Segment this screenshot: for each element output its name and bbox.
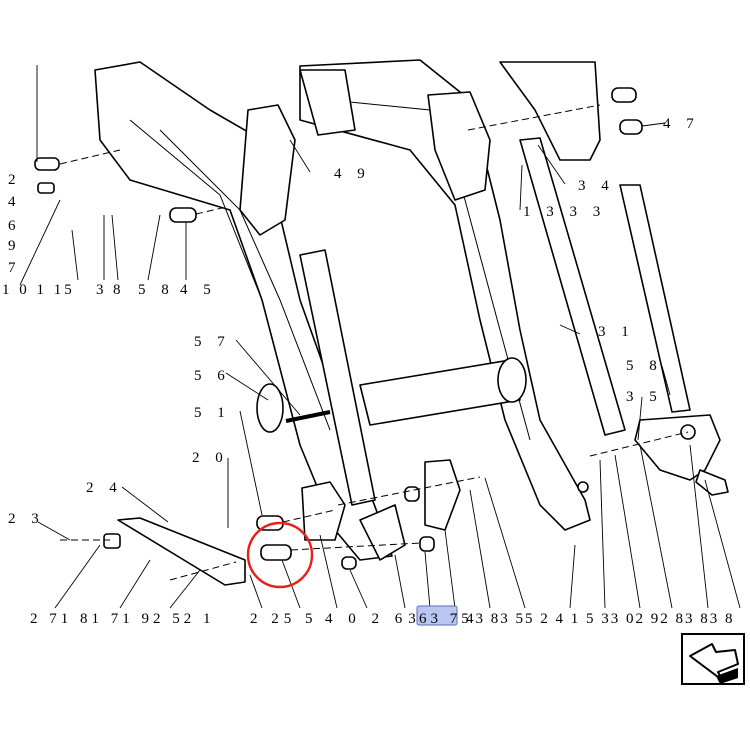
callout-20: 2 0: [192, 450, 229, 466]
callout-58-right: 5 8: [626, 358, 663, 374]
callout-6: 6: [8, 218, 22, 234]
callout-1333: 1 3 3 3: [523, 204, 606, 220]
callout-8: 8: [113, 282, 127, 298]
callout-31: 3 1: [598, 324, 635, 340]
selected-callout-highlight: [416, 605, 458, 626]
callout-34: 3 4: [578, 178, 615, 194]
callout-49: 4 9: [334, 166, 371, 182]
highlight-circle: [246, 521, 314, 589]
arrow-next-icon[interactable]: [681, 633, 745, 685]
assembly-lines: [59, 104, 689, 581]
callout-47: 4 7: [663, 116, 700, 132]
loader-frame: [94, 59, 729, 586]
callout-labels: 4 7 3 4 1 3 3 3 4 9 2 4 6 9 7 1 0 1 15 3…: [2, 116, 735, 627]
callout-3: 3: [96, 282, 110, 298]
callout-4: 4: [8, 194, 22, 210]
callout-row-center: 2 25 5: [250, 611, 318, 627]
pins-and-bushings: [34, 87, 696, 570]
callout-57: 5 7: [194, 334, 231, 350]
callout-selected-63-75[interactable]: 63 75: [419, 611, 473, 627]
callout-51: 5 1: [194, 405, 231, 421]
callout-24: 2 4: [86, 480, 123, 496]
leader-lines: [19, 65, 741, 609]
callout-row-mid: 4 0 2 63: [325, 611, 422, 627]
callout-56: 5 6: [194, 368, 231, 384]
callout-1015: 1 0 1 15: [2, 282, 75, 298]
callout-58: 5 8: [138, 282, 175, 298]
callout-45: 4 5: [180, 282, 217, 298]
callout-2: 2: [8, 172, 22, 188]
callout-35: 3 5: [626, 389, 663, 405]
callout-9: 9: [8, 238, 22, 254]
callout-row-left: 2 71 81 71 92 52 1: [30, 611, 215, 627]
callout-row-right: 43 83 55 2 4 1 5 33 02 92 83 83 8: [466, 611, 735, 627]
callout-7: 7: [8, 260, 22, 276]
callout-23: 2 3: [8, 511, 45, 527]
